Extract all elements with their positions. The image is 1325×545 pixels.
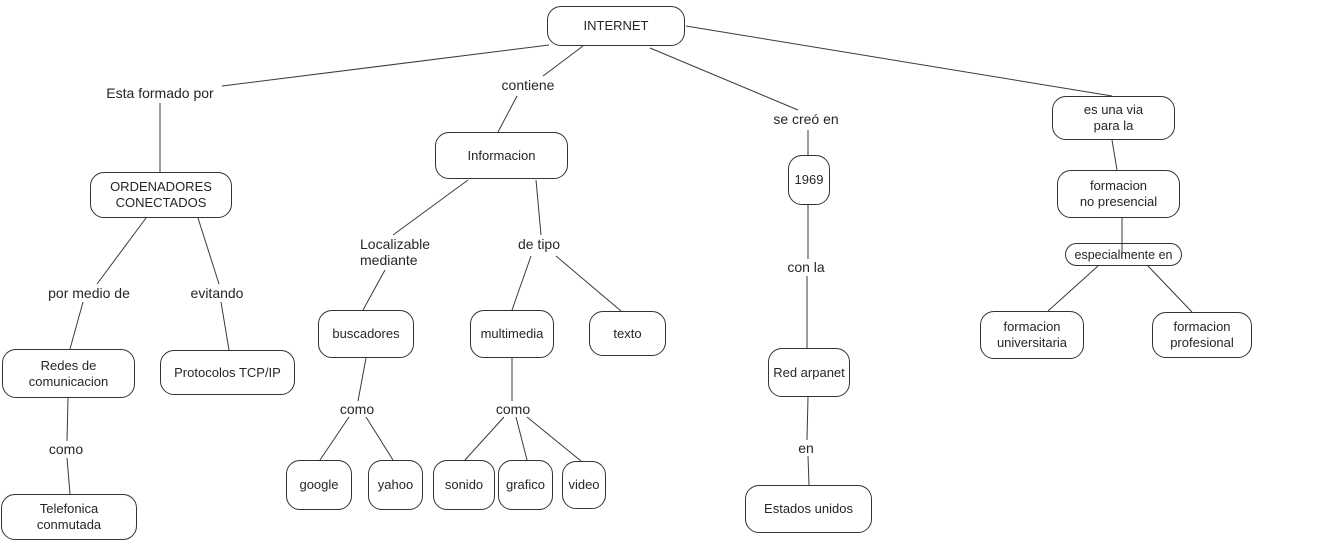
node-internet: INTERNET <box>547 6 685 46</box>
node-video: video <box>562 461 606 509</box>
node-formacion-universitaria: formacion universitaria <box>980 311 1084 359</box>
connector-por-medio-de-redes <box>69 301 84 350</box>
connector-de-tipo-texto <box>555 255 622 312</box>
edge-label-esta-formado-por: Esta formado por <box>106 85 214 101</box>
node-estados-unidos: Estados unidos <box>745 485 872 533</box>
connector-ordenadores-por-medio-de <box>96 217 147 285</box>
edge-label-como-buscadores: como <box>339 401 375 417</box>
connector-informacion-localizable <box>392 179 469 236</box>
edge-label-evitando: evitando <box>190 285 244 301</box>
connector-especialmente-universitaria <box>1047 265 1099 312</box>
connector-ordenadores-evitando <box>197 217 220 285</box>
connector-internet-se-creo-en <box>649 47 799 111</box>
edge-label-de-tipo: de tipo <box>517 236 561 252</box>
connector-localizable-buscadores <box>362 269 386 311</box>
connector-como-grafico <box>515 416 528 461</box>
edge-label-por-medio-de: por medio de <box>48 285 130 301</box>
edge-label-como-multimedia: como <box>495 401 531 417</box>
connector-como-yahoo <box>365 416 394 461</box>
connector-como-sonido <box>464 416 505 461</box>
connector-buscadores-como <box>357 357 367 402</box>
connector-red-arpanet-en <box>806 396 809 441</box>
edge-label-se-creo-en: se creó en <box>773 111 839 127</box>
edge-label-contiene: contiene <box>501 77 555 93</box>
connector-como-google <box>319 416 350 461</box>
connector-especialmente-profesional <box>1147 265 1193 313</box>
connector-en-estados-unidos <box>807 455 810 486</box>
node-google: google <box>286 460 352 510</box>
edge-label-en: en <box>798 440 814 456</box>
node-yahoo: yahoo <box>368 460 423 510</box>
node-informacion: Informacion <box>435 132 568 179</box>
connector-redes-como <box>66 397 69 442</box>
node-especialmente-en: especialmente en <box>1065 243 1182 266</box>
connector-internet-esta-formado-por <box>221 44 550 87</box>
connector-de-tipo-multimedia <box>511 255 532 311</box>
connector-internet-contiene <box>542 45 584 77</box>
node-multimedia: multimedia <box>470 310 554 358</box>
connector-internet-es-una-via <box>685 25 1113 97</box>
edge-label-como-telefonica: como <box>48 441 84 457</box>
node-sonido: sonido <box>433 460 495 510</box>
node-buscadores: buscadores <box>318 310 414 358</box>
node-es-una-via-para-la: es una via para la <box>1052 96 1175 140</box>
node-formacion-profesional: formacion profesional <box>1152 312 1252 358</box>
node-grafico: grafico <box>498 460 553 510</box>
node-ordenadores-conectados: ORDENADORES CONECTADOS <box>90 172 232 218</box>
connector-es-una-via-formacion <box>1111 139 1118 171</box>
connector-como-video <box>526 416 582 462</box>
connector-informacion-de-tipo <box>535 179 542 236</box>
node-1969: 1969 <box>788 155 830 205</box>
node-telefonica-conmutada: Telefonica conmutada <box>1 494 137 540</box>
node-red-arpanet: Red arpanet <box>768 348 850 397</box>
node-redes-de-comunicacion: Redes de comunicacion <box>2 349 135 398</box>
connector-como-telefonica <box>66 457 71 495</box>
node-protocolos-tcp-ip: Protocolos TCP/IP <box>160 350 295 395</box>
node-texto: texto <box>589 311 666 356</box>
edge-label-con-la: con la <box>787 259 825 275</box>
node-formacion-no-presencial: formacion no presencial <box>1057 170 1180 218</box>
connector-evitando-protocolos <box>220 301 230 351</box>
connector-contiene-informacion <box>497 95 518 133</box>
edge-label-localizable-mediante: Localizable mediante <box>360 236 431 268</box>
